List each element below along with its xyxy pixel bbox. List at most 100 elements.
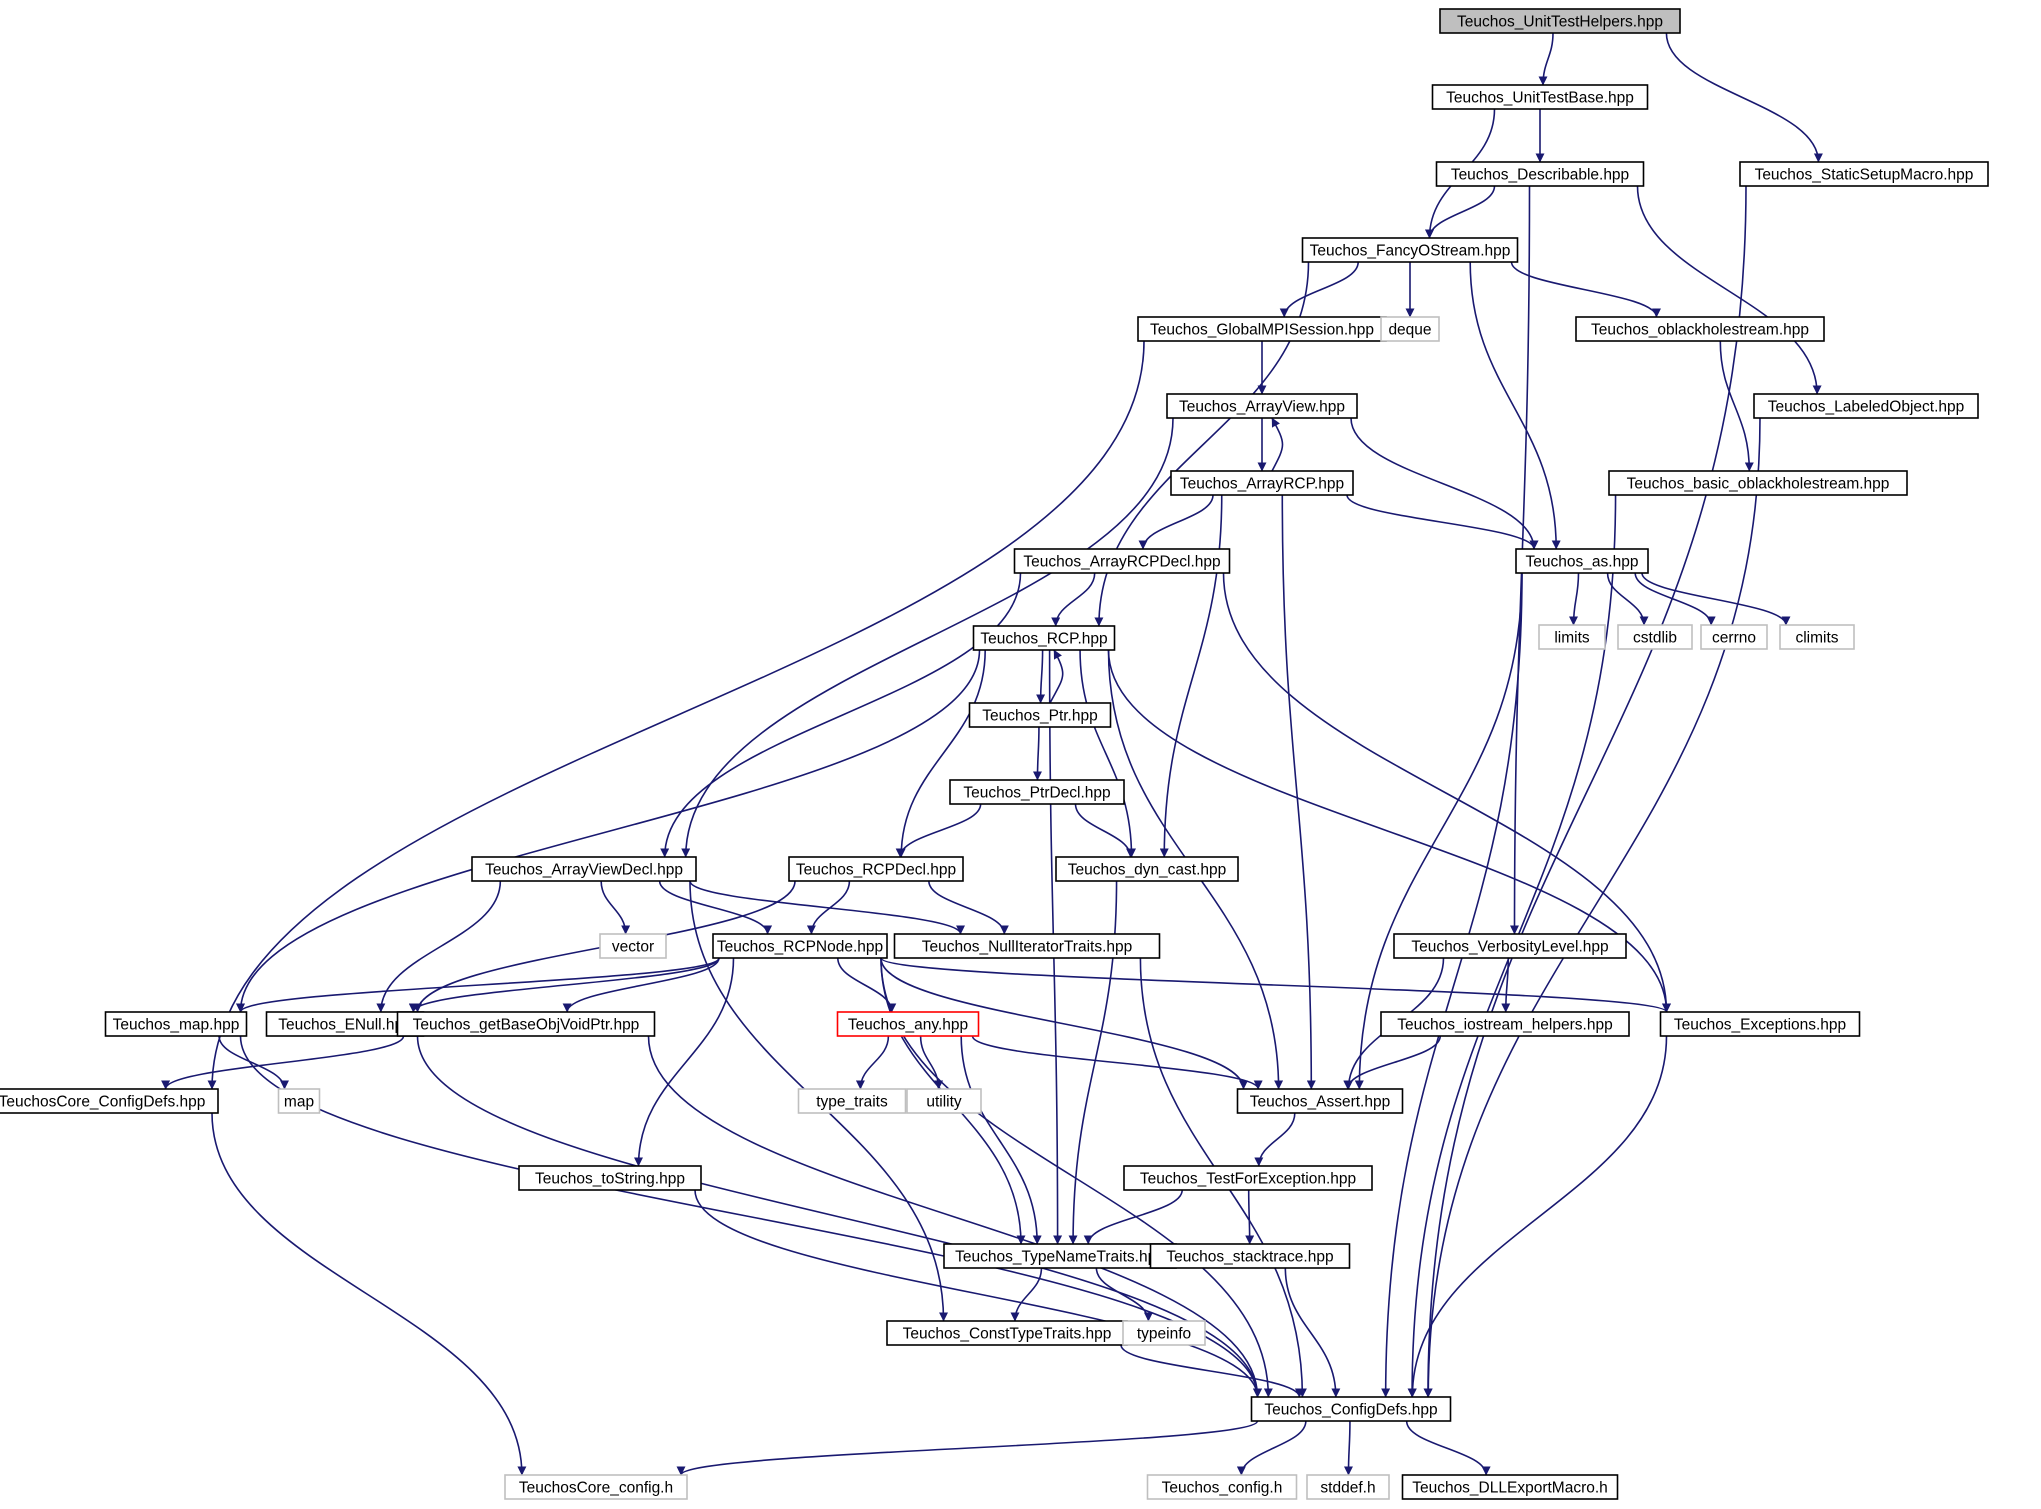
node-unittestbase[interactable]: Teuchos_UnitTestBase.hpp xyxy=(1431,84,1649,110)
node-utility: utility xyxy=(906,1088,982,1114)
node-map-hpp[interactable]: Teuchos_map.hpp xyxy=(104,1011,248,1037)
node-label: Teuchos_as.hpp xyxy=(1526,554,1639,571)
node-box xyxy=(1700,624,1768,650)
node-label: Teuchos_iostream_helpers.hpp xyxy=(1397,1017,1612,1034)
edge-arrayrcpdecl-to-arrayviewdecl xyxy=(660,572,1022,858)
edge-as-to-assert xyxy=(1354,572,1523,1090)
node-map: map xyxy=(277,1088,321,1114)
edge-path xyxy=(1405,1420,1491,1476)
edge-path xyxy=(161,1035,405,1090)
node-label: Teuchos_oblackholestream.hpp xyxy=(1591,322,1809,339)
node-label: TeuchosCore_config.h xyxy=(519,1480,673,1497)
node-label: Teuchos_ArrayView.hpp xyxy=(1179,399,1345,416)
edge-rcp-to-map_hpp xyxy=(236,649,981,1013)
node-arrayrcpdecl[interactable]: Teuchos_ArrayRCPDecl.hpp xyxy=(1013,548,1231,574)
edge-labeledobject-to-configdefs xyxy=(1423,417,1761,1398)
node-testforexception[interactable]: Teuchos_TestForException.hpp xyxy=(1123,1165,1373,1191)
node-box xyxy=(1439,8,1681,34)
node-iostream-helpers[interactable]: Teuchos_iostream_helpers.hpp xyxy=(1380,1011,1630,1037)
node-box xyxy=(1380,316,1440,342)
node-box xyxy=(1779,624,1855,650)
node-ptrdecl[interactable]: Teuchos_PtrDecl.hpp xyxy=(949,779,1125,805)
edge-rcp-to-rcpdecl xyxy=(896,649,986,858)
node-box xyxy=(0,1088,219,1114)
edge-configdefs-to-core_config xyxy=(676,1420,1259,1476)
edge-path xyxy=(1079,649,1137,858)
node-labeledobject[interactable]: Teuchos_LabeledObject.hpp xyxy=(1753,393,1979,419)
edge-arrayviewdecl-to-rcpnode xyxy=(658,880,773,935)
node-deque: deque xyxy=(1380,316,1440,342)
node-box xyxy=(1739,161,1989,187)
node-label: Teuchos_map.hpp xyxy=(113,1017,240,1034)
node-box xyxy=(1659,1011,1861,1037)
node-fancyostream[interactable]: Teuchos_FancyOStream.hpp xyxy=(1301,237,1519,263)
node-rcpnode[interactable]: Teuchos_RCPNode.hpp xyxy=(712,933,888,959)
node-label: Teuchos_FancyOStream.hpp xyxy=(1310,243,1511,260)
node-stddef: stddef.h xyxy=(1306,1474,1390,1500)
edge-as-to-configdefs xyxy=(1381,572,1523,1398)
node-box xyxy=(1055,856,1239,882)
node-nulliteratortraits[interactable]: Teuchos_NullIteratorTraits.hpp xyxy=(893,933,1161,959)
edge-fancyostream-to-oblackholestream xyxy=(1510,261,1661,318)
node-label: Teuchos_RCPNode.hpp xyxy=(717,939,883,956)
edge-path xyxy=(681,417,1174,858)
node-basic-oblackholestream[interactable]: Teuchos_basic_oblackholestream.hpp xyxy=(1608,470,1908,496)
node-box xyxy=(1575,316,1825,342)
edge-ptrdecl-to-dyn_cast xyxy=(1074,803,1135,858)
node-getbaseobjvoidptr[interactable]: Teuchos_getBaseObjVoidPtr.hpp xyxy=(396,1011,656,1037)
node-arrayrcp[interactable]: Teuchos_ArrayRCP.hpp xyxy=(1170,470,1354,496)
node-typenametraits[interactable]: Teuchos_TypeNameTraits.hpp xyxy=(943,1243,1177,1269)
node-tostring[interactable]: Teuchos_toString.hpp xyxy=(518,1165,702,1191)
node-stacktrace[interactable]: Teuchos_stacktrace.hpp xyxy=(1149,1243,1351,1269)
edge-arrayview-to-arrayviewdecl xyxy=(681,417,1174,858)
edge-ptrdecl-to-rcpdecl xyxy=(895,803,982,858)
node-arrayview[interactable]: Teuchos_ArrayView.hpp xyxy=(1166,393,1358,419)
node-rcp[interactable]: Teuchos_RCP.hpp xyxy=(972,625,1116,651)
node-describable[interactable]: Teuchos_Describable.hpp xyxy=(1435,161,1645,187)
node-label: Teuchos_Exceptions.hpp xyxy=(1674,1017,1846,1034)
node-box xyxy=(712,933,888,959)
edge-exceptions-to-configdefs xyxy=(1407,1035,1668,1398)
edge-as-to-cerrno xyxy=(1634,572,1716,626)
node-box xyxy=(504,1474,688,1500)
node-unittesthelpers[interactable]: Teuchos_UnitTestHelpers.hpp xyxy=(1439,8,1681,34)
node-configdefs[interactable]: Teuchos_ConfigDefs.hpp xyxy=(1250,1396,1452,1422)
edge-arrayviewdecl-to-enull xyxy=(376,880,502,1013)
edge-path xyxy=(1469,261,1561,550)
edge-as-to-limits xyxy=(1569,572,1580,626)
node-label: Teuchos_LabeledObject.hpp xyxy=(1768,399,1964,416)
node-dllexportmacro[interactable]: Teuchos_DLLExportMacro.h xyxy=(1401,1474,1619,1500)
node-consttypetraits[interactable]: Teuchos_ConstTypeTraits.hpp xyxy=(886,1320,1128,1346)
node-staticsetupmacro[interactable]: Teuchos_StaticSetupMacro.hpp xyxy=(1739,161,1989,187)
edge-arrayrcp-to-as xyxy=(1346,494,1539,550)
node-as[interactable]: Teuchos_as.hpp xyxy=(1515,548,1649,574)
edge-assert-to-testforexception xyxy=(1254,1112,1296,1167)
node-core-configdefs[interactable]: TeuchosCore_ConfigDefs.hpp xyxy=(0,1088,219,1114)
node-oblackholestream[interactable]: Teuchos_oblackholestream.hpp xyxy=(1575,316,1825,342)
edge-path xyxy=(1634,572,1716,626)
node-label: Teuchos_Assert.hpp xyxy=(1250,1094,1390,1111)
node-assert[interactable]: Teuchos_Assert.hpp xyxy=(1236,1088,1404,1114)
edge-getbaseobjvoidptr-to-core_configdefs xyxy=(161,1035,405,1090)
edge-unittesthelpers-to-unittestbase xyxy=(1538,32,1554,86)
node-label: Teuchos_VerbosityLevel.hpp xyxy=(1411,939,1608,956)
edge-path xyxy=(1346,494,1539,550)
node-any[interactable]: Teuchos_any.hpp xyxy=(836,1011,980,1037)
edge-unittesthelpers-to-staticsetupmacro xyxy=(1665,32,1823,163)
node-label: type_traits xyxy=(816,1094,888,1111)
node-label: Teuchos_StaticSetupMacro.hpp xyxy=(1755,167,1974,184)
node-rcpdecl[interactable]: Teuchos_RCPDecl.hpp xyxy=(788,856,964,882)
node-exceptions[interactable]: Teuchos_Exceptions.hpp xyxy=(1659,1011,1861,1037)
edge-path xyxy=(416,1035,1262,1398)
node-config: Teuchos_config.h xyxy=(1146,1474,1298,1500)
nodes-layer: Teuchos_UnitTestHelpers.hppTeuchos_UnitT… xyxy=(0,8,1989,1500)
node-ptr[interactable]: Teuchos_Ptr.hpp xyxy=(968,702,1112,728)
edge-path xyxy=(694,1189,1262,1398)
node-arrayviewdecl[interactable]: Teuchos_ArrayViewDecl.hpp xyxy=(471,856,697,882)
node-globalmpisession[interactable]: Teuchos_GlobalMPISession.hpp xyxy=(1137,316,1387,342)
node-verbositylevel[interactable]: Teuchos_VerbosityLevel.hpp xyxy=(1393,933,1627,959)
node-cerrno: cerrno xyxy=(1700,624,1768,650)
edge-arrayrcp-to-arrayview xyxy=(1271,417,1284,472)
node-dyn-cast[interactable]: Teuchos_dyn_cast.hpp xyxy=(1055,856,1239,882)
